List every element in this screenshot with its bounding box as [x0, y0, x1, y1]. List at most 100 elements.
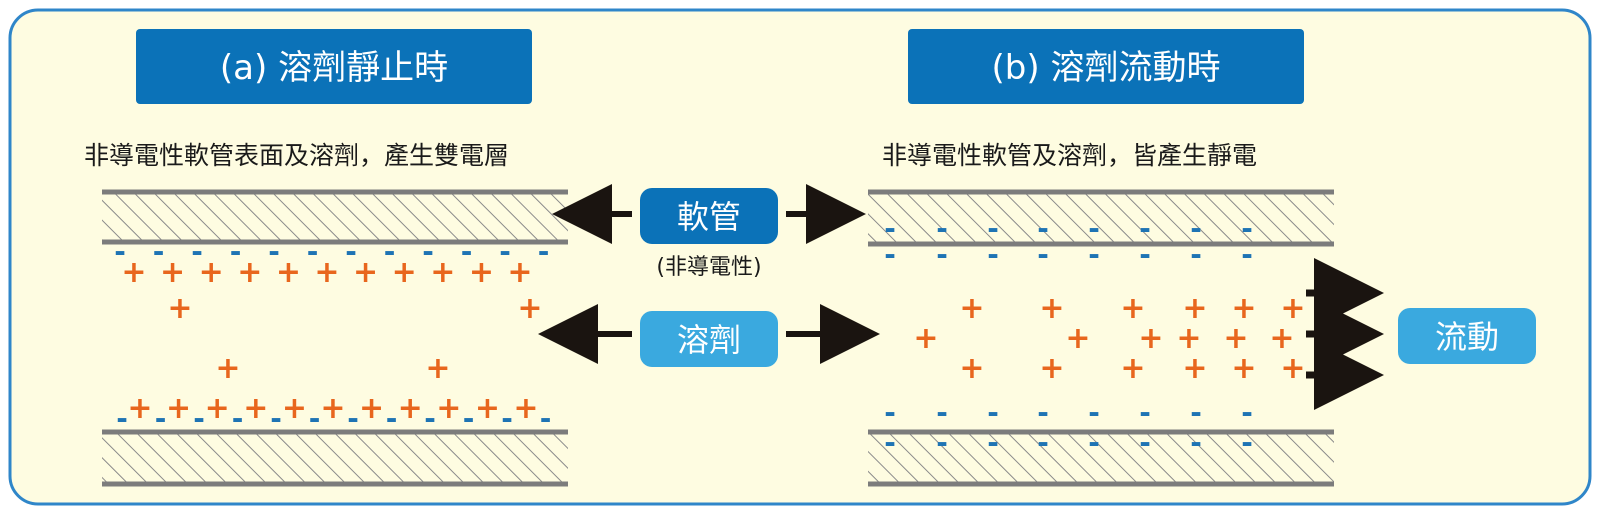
positive-charge: + — [243, 391, 268, 426]
positive-charge: + — [1176, 321, 1201, 356]
negative-charge: - — [538, 235, 550, 268]
negative-charge: - — [1241, 238, 1253, 271]
positive-charge: + — [237, 255, 262, 290]
positive-charge: + — [276, 255, 301, 290]
positive-charge: + — [1039, 291, 1064, 326]
negative-charge: - — [386, 402, 398, 435]
negative-charge: - — [936, 212, 948, 245]
negative-charge: - — [1190, 396, 1202, 429]
panel-a-header: (a) 溶劑靜止時 — [136, 29, 532, 104]
negative-charge: - — [307, 235, 319, 268]
positive-charge: + — [1280, 351, 1305, 386]
negative-charge: - — [501, 402, 513, 435]
positive-charge: + — [1231, 291, 1256, 326]
negative-charge: - — [884, 396, 896, 429]
positive-charge: + — [1138, 321, 1163, 356]
hose-sublabel-text: (非導電性) — [656, 255, 761, 280]
positive-charge: + — [160, 255, 185, 290]
flow-label-badge: 流動 — [1398, 308, 1536, 364]
negative-charge: - — [1139, 238, 1151, 271]
positive-charge: + — [1182, 291, 1207, 326]
negative-charge: - — [1088, 396, 1100, 429]
negative-charge: - — [1241, 426, 1253, 459]
negative-charge: - — [345, 235, 357, 268]
negative-charge: - — [463, 402, 475, 435]
negative-charge: - — [936, 238, 948, 271]
negative-charge: - — [116, 402, 128, 435]
positive-charge: + — [282, 391, 307, 426]
positive-charge: + — [1120, 351, 1145, 386]
negative-charge: - — [1190, 238, 1202, 271]
negative-charge: - — [1037, 238, 1049, 271]
panel-a-header-text: (a) 溶劑靜止時 — [220, 48, 448, 88]
positive-charge: + — [1269, 321, 1294, 356]
negative-charge: - — [1241, 212, 1253, 245]
negative-charge: - — [540, 402, 552, 435]
negative-charge: - — [1241, 396, 1253, 429]
negative-charge: - — [422, 235, 434, 268]
positive-charge: + — [359, 391, 384, 426]
negative-charge: - — [884, 426, 896, 459]
panel-b-bottom-hose-wall — [868, 429, 1334, 487]
negative-charge: - — [347, 402, 359, 435]
negative-charge: - — [1088, 212, 1100, 245]
negative-charge: - — [384, 235, 396, 268]
panel-a-top-hose-wall — [102, 189, 568, 245]
positive-charge: + — [1182, 351, 1207, 386]
positive-charge: + — [1065, 321, 1090, 356]
negative-charge: - — [1037, 426, 1049, 459]
negative-charge: - — [153, 235, 165, 268]
negative-charge: - — [1037, 396, 1049, 429]
positive-charge: + — [1280, 291, 1305, 326]
negative-charge: - — [424, 402, 436, 435]
negative-charge: - — [230, 235, 242, 268]
panel-a-caption: 非導電性軟管表面及溶劑，產生雙電層 — [84, 141, 509, 170]
negative-charge: - — [987, 396, 999, 429]
panel-b-top-hose-wall — [868, 189, 1334, 247]
negative-charge: - — [1088, 238, 1100, 271]
positive-charge: + — [959, 291, 984, 326]
positive-charge: + — [398, 391, 423, 426]
negative-charge: - — [936, 426, 948, 459]
positive-charge: + — [517, 291, 542, 326]
negative-charge: - — [114, 235, 126, 268]
positive-charge: + — [959, 351, 984, 386]
positive-charge: + — [215, 351, 240, 386]
negative-charge: - — [987, 238, 999, 271]
positive-charge: + — [469, 255, 494, 290]
flow-arrow-icon — [1306, 258, 1384, 410]
positive-charge: + — [913, 321, 938, 356]
negative-charge: - — [461, 235, 473, 268]
panel-b-header: (b) 溶劑流動時 — [908, 29, 1304, 104]
solvent-label-text: 溶劑 — [677, 321, 741, 359]
positive-charge: + — [425, 351, 450, 386]
negative-charge: - — [1190, 426, 1202, 459]
positive-charge: + — [1231, 351, 1256, 386]
panel-a-bottom-hose-wall — [102, 429, 568, 487]
solvent-label-badge: 溶劑 — [640, 311, 778, 367]
positive-charge: + — [1120, 291, 1145, 326]
negative-charge: - — [1139, 212, 1151, 245]
negative-charge: - — [232, 402, 244, 435]
hose-label-badge: 軟管 — [640, 188, 778, 244]
positive-charge: + — [507, 255, 532, 290]
positive-charge: + — [205, 391, 230, 426]
charge-symbols: ------------++++++++++++++++++++++++++--… — [114, 212, 1305, 459]
positive-charge: + — [392, 255, 417, 290]
positive-charge: + — [199, 255, 224, 290]
negative-charge: - — [1037, 212, 1049, 245]
negative-charge: - — [155, 402, 167, 435]
positive-charge: + — [353, 255, 378, 290]
negative-charge: - — [193, 402, 205, 435]
positive-charge: + — [121, 255, 146, 290]
negative-charge: - — [268, 235, 280, 268]
negative-charge: - — [1139, 426, 1151, 459]
positive-charge: + — [436, 391, 461, 426]
positive-charge: + — [1223, 321, 1248, 356]
negative-charge: - — [987, 212, 999, 245]
flow-label-text: 流動 — [1435, 318, 1499, 356]
negative-charge: - — [1088, 426, 1100, 459]
negative-charge: - — [309, 402, 321, 435]
positive-charge: + — [314, 255, 339, 290]
